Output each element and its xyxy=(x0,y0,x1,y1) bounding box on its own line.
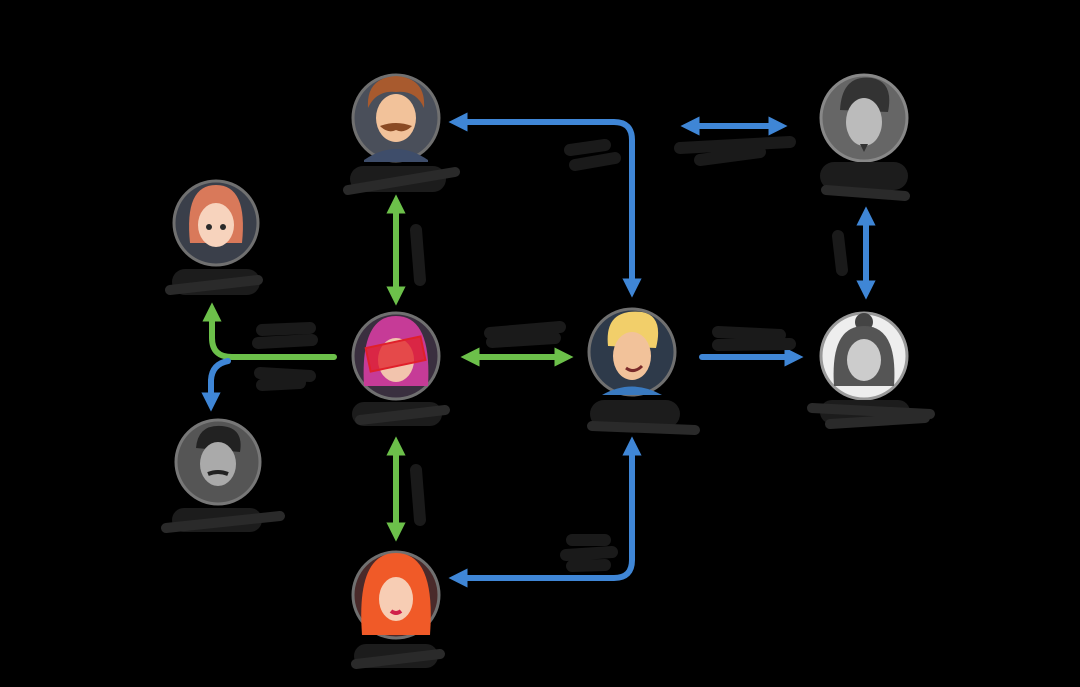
link-center-to-orange-girl xyxy=(202,302,337,360)
stamp-icon xyxy=(364,335,427,373)
node-blond-man[interactable] xyxy=(587,307,677,397)
node-center-pink-hair[interactable] xyxy=(351,311,441,401)
node-gray-mustache-man[interactable] xyxy=(174,418,262,506)
link-center-to-gray-mustache xyxy=(201,358,231,412)
redacted-link-labels xyxy=(252,136,848,572)
link-red-hair-blond xyxy=(448,436,642,588)
node-red-hair-woman[interactable] xyxy=(351,550,441,640)
node-gray-man[interactable] xyxy=(819,73,909,163)
link-blond-to-mustache-man xyxy=(448,112,642,298)
node-mustache-man[interactable] xyxy=(351,73,441,163)
node-gray-girl[interactable] xyxy=(819,311,909,401)
node-orange-hair-girl[interactable] xyxy=(172,179,260,267)
redacted-node-labels xyxy=(161,162,935,669)
